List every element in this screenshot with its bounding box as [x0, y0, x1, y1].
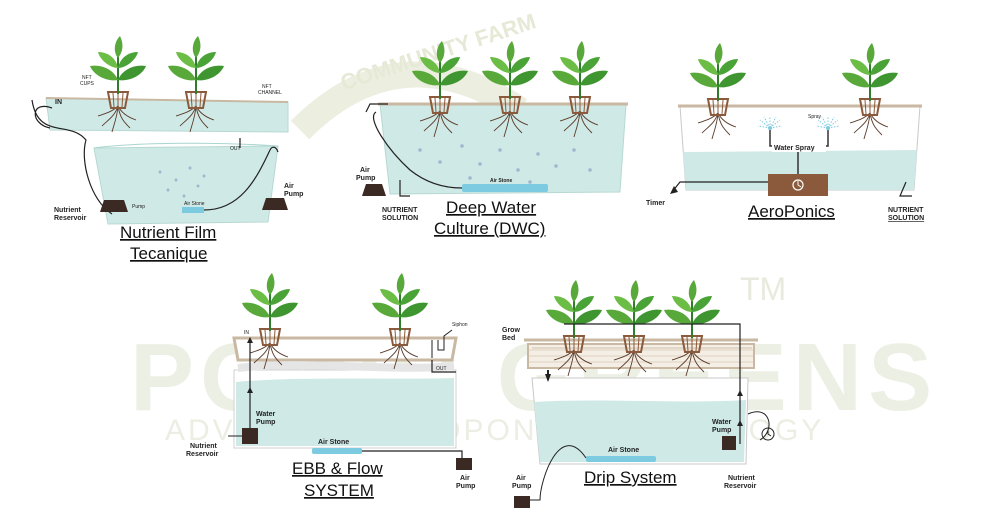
ebb-title-1: EBB & Flow — [292, 459, 383, 478]
dwc-label-solution-2: SOLUTION — [382, 215, 418, 222]
ebb-label-reservoir-1: Nutrient — [190, 443, 218, 450]
nft-reservoir — [93, 145, 279, 225]
drip-label-air-stone: Air Stone — [608, 447, 639, 454]
aero-title: AeroPonics — [748, 202, 835, 221]
drip-water-pump — [722, 436, 736, 450]
nft-label-pump: Pump — [132, 204, 145, 210]
drip-label-air-pump-2: Pump — [512, 483, 531, 490]
drip-label-grow-bed-1: Grow — [502, 327, 520, 334]
nft-channel — [45, 97, 289, 133]
nft-air-pump — [262, 198, 288, 210]
nft-system: IN NFT CUPS NFT CHANNEL OUT Air Pump Nut… — [31, 35, 303, 263]
dwc-title-2: Culture (DWC) — [434, 219, 545, 238]
ebb-label-air-pump-2: Pump — [456, 483, 475, 490]
dwc-air-pump — [362, 184, 386, 196]
nft-label-air-stone: Air Stone — [184, 201, 205, 207]
dwc-label-solution-1: NUTRIENT — [382, 207, 418, 214]
drip-label-reservoir-1: Nutrient — [728, 475, 756, 482]
dwc-air-stone — [462, 184, 548, 192]
ebb-label-air-pump-1: Air — [460, 475, 470, 482]
ebb-label-air-stone: Air Stone — [318, 439, 349, 446]
aero-label-timer: Timer — [646, 200, 665, 207]
dwc-label-air-pump-1: Air — [360, 167, 370, 174]
nft-label-in: IN — [55, 99, 62, 106]
nft-label-out: OUT — [230, 146, 241, 152]
ebb-label-siphon: Siphon — [452, 322, 468, 328]
ebb-water-pump — [242, 428, 258, 444]
nft-label-channel-2: CHANNEL — [258, 90, 282, 96]
ebb-label-in: IN — [244, 330, 249, 336]
nft-label-channel-1: NFT — [262, 84, 272, 90]
aero-label-solution-1: NUTRIENT — [888, 207, 924, 214]
drip-label-reservoir-2: Reservoir — [724, 483, 757, 490]
drip-timer-icon — [761, 427, 775, 441]
nft-air-stone — [182, 207, 204, 213]
aero-label-water-spray: Water Spray — [774, 145, 815, 152]
ebb-label-water-pump-2: Pump — [256, 419, 275, 426]
ebb-air-pump — [456, 458, 472, 470]
nft-label-air-pump-2: Pump — [284, 191, 303, 198]
drip-air-stone — [586, 456, 656, 462]
nft-label-cups-2: CUPS — [80, 81, 95, 87]
drip-label-grow-bed-2: Bed — [502, 335, 515, 342]
nft-pump — [100, 200, 128, 212]
watermark-tm: TM — [740, 271, 786, 307]
drip-air-pump — [514, 496, 530, 508]
nft-label-reservoir-1: Nutrient — [54, 207, 82, 214]
ebb-label-reservoir-2: Reservoir — [186, 451, 219, 458]
dwc-label-air-stone: Air Stone — [490, 178, 512, 184]
nft-title-2: Tecanique — [130, 244, 208, 263]
drip-title: Drip System — [584, 468, 677, 487]
dwc-title-1: Deep Water — [446, 198, 536, 217]
dwc-label-air-pump-2: Pump — [356, 175, 375, 182]
dwc-system: Air Stone Air Pump NUTRIENT SOLUTION Dee… — [356, 40, 628, 238]
aeroponics-system: Water Spray Spray Timer NUTRIENT SOLUTIO… — [646, 42, 924, 222]
ebb-title-2: SYSTEM — [304, 481, 374, 500]
drip-label-air-pump-1: Air — [516, 475, 526, 482]
aero-label-spray: Spray — [808, 114, 822, 120]
nft-label-reservoir-2: Reservoir — [54, 215, 87, 222]
drip-label-water-pump-2: Pump — [712, 427, 731, 434]
ebb-label-water-pump-1: Water — [256, 411, 275, 418]
nft-title-1: Nutrient Film — [120, 223, 216, 242]
ebb-air-stone — [312, 448, 362, 454]
nft-label-cups-1: NFT — [82, 75, 92, 81]
drip-label-water-pump-1: Water — [712, 419, 731, 426]
timer-icon — [792, 179, 804, 191]
aero-label-solution-2: SOLUTION — [888, 215, 924, 222]
drip-system: Grow Bed Air Stone Water Pump Air Pump N… — [502, 279, 775, 508]
ebb-flow-system: IN Siphon OUT Water Pump Air Stone Nutri… — [186, 272, 475, 500]
nft-label-air-pump-1: Air — [284, 183, 294, 190]
ebb-label-out: OUT — [436, 366, 447, 372]
